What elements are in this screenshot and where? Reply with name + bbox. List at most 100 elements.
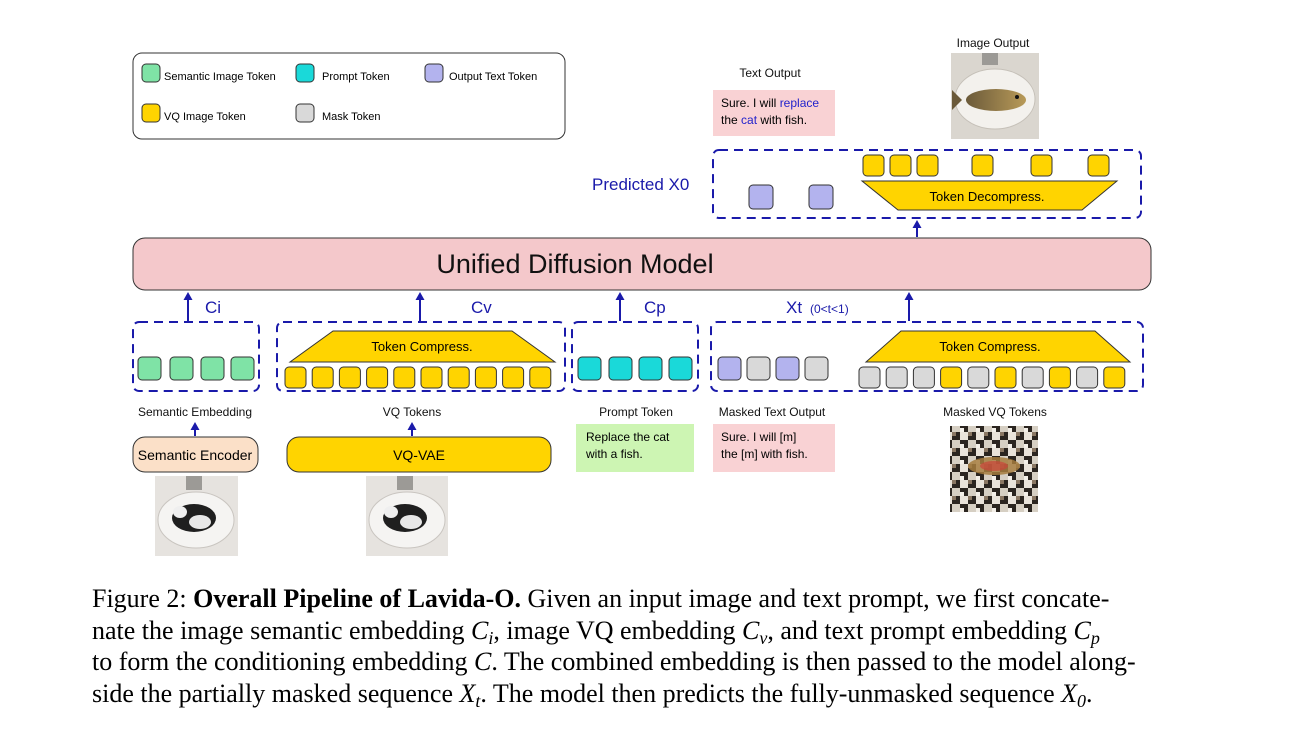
vq-image-token xyxy=(862,154,885,177)
caption-ci-sub: i xyxy=(488,627,494,648)
vq-image-token xyxy=(420,366,443,389)
vq-image-token xyxy=(529,366,552,389)
image-output-caption: Image Output xyxy=(957,36,1030,50)
unified-diffusion-model: Unified Diffusion Model xyxy=(132,237,1152,291)
mask-token xyxy=(858,366,881,389)
vq-image-token xyxy=(502,366,525,389)
input-groups xyxy=(132,149,1144,392)
mask-token xyxy=(746,356,771,381)
mask-token xyxy=(1021,366,1044,389)
vq-image-token xyxy=(1103,366,1126,389)
caption-line2a: nate the image semantic embedding xyxy=(92,615,472,645)
prompt-token xyxy=(638,356,663,381)
output-text-line2: the cat with fish. xyxy=(721,113,807,127)
prompt-token-caption: Prompt Token xyxy=(599,405,673,419)
semantic-image-token xyxy=(169,356,194,381)
output-text-token xyxy=(775,356,800,381)
token-compress-label-xt: Token Compress. xyxy=(939,339,1040,354)
legend-mask-swatch xyxy=(295,103,315,123)
token-squares xyxy=(137,154,1126,389)
caption-x0: X xyxy=(1061,678,1078,708)
token-decompress-shape xyxy=(860,180,1119,211)
caption-xt: X xyxy=(459,678,476,708)
token-decompress-label: Token Decompress. xyxy=(930,189,1045,204)
output-text-box: Sure. I will replace the cat with fish. xyxy=(713,90,835,136)
vq-image-token xyxy=(1048,366,1071,389)
vq-vae: VQ-VAE xyxy=(286,436,552,473)
vq-group-box xyxy=(276,321,566,392)
caption-line2c: , and text prompt embedding xyxy=(767,615,1074,645)
cv-label: Cv xyxy=(471,298,492,317)
vq-image-token xyxy=(940,366,963,389)
semantic-embedding-caption: Semantic Embedding xyxy=(138,405,252,419)
masked-vq-tokens-caption: Masked VQ Tokens xyxy=(943,405,1047,419)
vq-image-token xyxy=(916,154,939,177)
mask-token xyxy=(967,366,990,389)
embedding-labels: Ci Cv Cp Xt (0<t<1) Predicted X0 xyxy=(205,175,849,317)
caption-line4b: . The model then predicts the fully-unma… xyxy=(480,678,1062,708)
legend-prompt-label: Prompt Token xyxy=(322,71,390,83)
caption-line4a: side the partially masked sequence xyxy=(92,678,460,708)
semantic-image-token xyxy=(137,356,162,381)
predicted-group-box xyxy=(712,149,1142,219)
cp-label: Cp xyxy=(644,298,666,317)
output-text-token xyxy=(808,184,834,210)
xt-group-box xyxy=(710,321,1144,392)
caption-line3b: . The combined embedding is then passed … xyxy=(491,647,1136,676)
xt-range-label: (0<t<1) xyxy=(810,302,849,316)
mask-token xyxy=(1076,366,1099,389)
output-text-token xyxy=(717,356,742,381)
arrow-x0-head xyxy=(912,220,922,228)
masked-text-line1: Sure. I will [m] xyxy=(721,430,796,444)
prompt-token xyxy=(608,356,633,381)
legend-semantic-label: Semantic Image Token xyxy=(164,71,276,83)
prompt-text-line1: Replace the cat xyxy=(586,430,670,444)
vq-image-token xyxy=(994,366,1017,389)
xt-label: Xt xyxy=(786,298,802,317)
caption-cp-sub: p xyxy=(1090,627,1100,648)
arrows xyxy=(183,220,922,436)
caption-title: Overall Pipeline of Lavida-O. xyxy=(193,584,521,613)
caption-ci: C xyxy=(471,615,489,645)
legend-prompt-swatch xyxy=(295,63,315,83)
prompt-group-box xyxy=(571,321,699,392)
prompt-text-box: Replace the cat with a fish. xyxy=(576,424,694,472)
arrow-xt-head xyxy=(904,292,914,300)
pipeline-figure: Semantic Image Token Prompt Token Output… xyxy=(132,36,1152,556)
figure-caption: Figure 2: Overall Pipeline of Lavida-O. … xyxy=(92,583,1242,710)
vq-image-token xyxy=(1030,154,1053,177)
token-compress-shape-xt xyxy=(864,330,1132,363)
caption-figure-label: Figure 2: xyxy=(92,584,187,613)
arrow-cv-head xyxy=(415,292,425,300)
vq-image-token xyxy=(971,154,994,177)
output-text-token xyxy=(748,184,774,210)
legend: Semantic Image Token Prompt Token Output… xyxy=(132,52,566,140)
legend-semantic-swatch xyxy=(141,63,161,83)
vq-image-token xyxy=(474,366,497,389)
caption-line2b: , image VQ embedding xyxy=(493,615,743,645)
semantic-image-token xyxy=(200,356,225,381)
output-text-line1: Sure. I will replace xyxy=(721,96,819,110)
group-captions: Semantic Embedding VQ Tokens Prompt Toke… xyxy=(138,36,1047,419)
mask-token xyxy=(885,366,908,389)
caption-line3a: to form the conditioning embedding xyxy=(92,647,474,676)
caption-cp: C xyxy=(1073,615,1091,645)
vq-image-token xyxy=(447,366,470,389)
input-cat-image-semantic xyxy=(155,476,238,556)
model-label: Unified Diffusion Model xyxy=(436,249,713,279)
legend-output-text-label: Output Text Token xyxy=(449,71,537,83)
output-fish-image xyxy=(951,53,1039,139)
arrow-semantic-encoder-head xyxy=(190,422,200,430)
arrow-vq-vae-head xyxy=(407,422,417,430)
semantic-encoder: Semantic Encoder xyxy=(132,436,259,473)
masked-text-box: Sure. I will [m] the [m] with fish. xyxy=(713,424,835,472)
vq-image-token xyxy=(338,366,361,389)
vq-image-token xyxy=(889,154,912,177)
token-compress-shape-vq xyxy=(288,330,557,363)
prompt-text-line2: with a fish. xyxy=(585,447,643,461)
semantic-image-token xyxy=(230,356,255,381)
legend-vq-swatch xyxy=(141,103,161,123)
caption-line1: Given an input image and text prompt, we… xyxy=(527,584,1110,613)
masked-text-output-caption: Masked Text Output xyxy=(719,405,826,419)
vq-image-token xyxy=(366,366,389,389)
